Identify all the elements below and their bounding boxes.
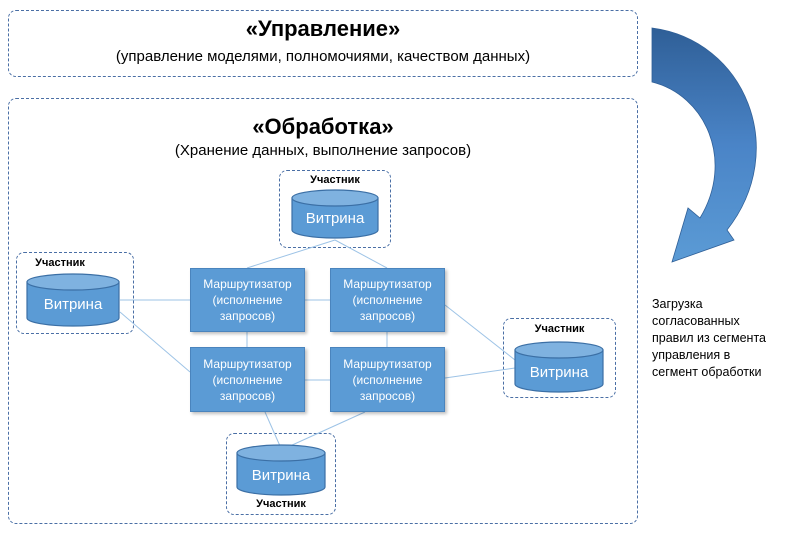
note-line: правил из сегмента <box>652 331 766 345</box>
storefront-cylinder-bottom <box>236 444 326 496</box>
storefront-label-bottom: Витрина <box>251 467 311 484</box>
management-title: «Управление» <box>245 16 401 41</box>
participant-frame-top <box>279 170 391 248</box>
participant-label-right: Участник <box>534 323 585 335</box>
note-line: управления в <box>652 348 731 362</box>
link-line <box>334 239 388 269</box>
processing-title: «Обработка» <box>252 114 394 139</box>
note-line: Загрузка <box>652 297 703 311</box>
link-line <box>444 367 516 379</box>
note-line: согласованных <box>652 314 740 328</box>
loading-rules-note: Загрузка согласованных правил из сегмент… <box>652 296 788 381</box>
processing-segment <box>8 98 638 524</box>
router-line: (исполнение <box>212 293 283 307</box>
router-box-bottom-right: Маршрутизатор (исполнение запросов) <box>330 347 445 412</box>
participant-frame-right <box>503 318 616 398</box>
storefront-cylinder-left <box>26 273 120 327</box>
router-box-bottom-left: Маршрутизатор (исполнение запросов) <box>190 347 305 412</box>
router-line: (исполнение <box>352 293 423 307</box>
router-line: запросов) <box>219 309 276 323</box>
participant-label-bottom: Участник <box>256 498 306 510</box>
router-line: запросов) <box>219 388 276 403</box>
storefront-cylinder-right <box>514 341 604 393</box>
router-line: запросов) <box>359 309 416 323</box>
router-box-top-left: Маршрутизатор (исполнение запросов) <box>190 268 305 332</box>
participant-label-left: Участник <box>35 257 85 269</box>
router-line: Маршрутизатор <box>343 277 432 291</box>
router-box-top-right: Маршрутизатор (исполнение запросов) <box>330 268 445 332</box>
router-line: Маршрутизатор <box>203 356 292 371</box>
storefront-cylinder-top <box>291 189 379 239</box>
participant-frame-left <box>16 252 134 334</box>
router-line: (исполнение <box>212 372 283 387</box>
participant-frame-bottom <box>226 433 336 515</box>
storefront-label-top: Витрина <box>305 210 365 227</box>
router-line: Маршрутизатор <box>203 277 292 291</box>
participant-label-top: Участник <box>310 174 360 186</box>
link-line <box>289 411 366 447</box>
link-line <box>264 411 281 447</box>
processing-subtitle: (Хранение данных, выполнение запросов) <box>174 142 472 159</box>
storefront-label-left: Витрина <box>43 296 103 313</box>
management-segment <box>8 10 638 77</box>
link-line <box>119 311 191 373</box>
router-line: (исполнение <box>352 372 423 387</box>
management-subtitle: (управление моделями, полномочиями, каче… <box>115 48 531 65</box>
link-line <box>246 239 336 269</box>
router-line: Маршрутизатор <box>343 356 432 371</box>
link-line <box>444 304 516 361</box>
note-line: сегмент обработки <box>652 365 762 379</box>
router-line: запросов) <box>359 388 416 403</box>
storefront-label-right: Витрина <box>529 364 589 381</box>
curved-arrow-icon <box>651 27 757 263</box>
